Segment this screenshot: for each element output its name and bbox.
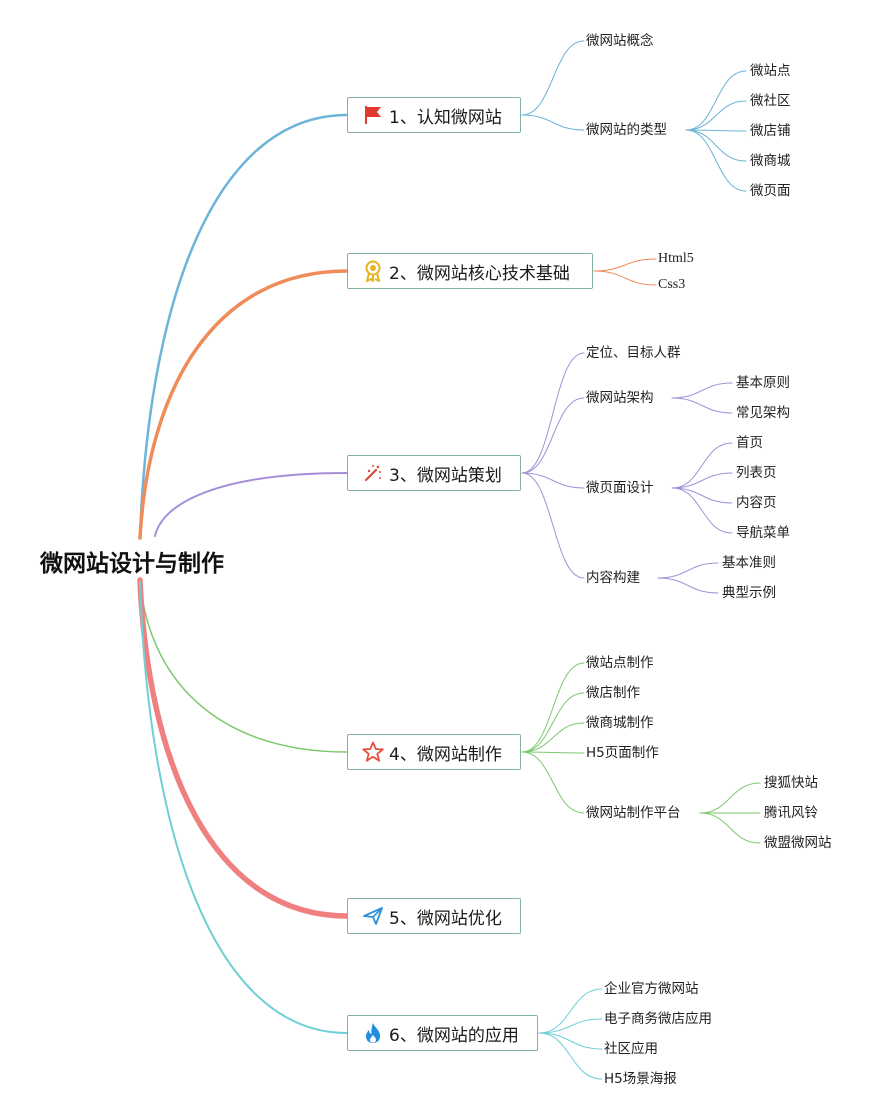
subtopic[interactable]: 微页面设计 xyxy=(586,480,654,496)
subtopic[interactable]: 微站点制作 xyxy=(586,655,654,671)
leaf-connector xyxy=(685,129,747,132)
leaf-topic[interactable]: 典型示例 xyxy=(722,585,776,601)
leaf-topic[interactable]: 基本准则 xyxy=(722,555,776,571)
root-branch-connector-4 xyxy=(139,579,348,753)
leaf-connector xyxy=(657,562,719,579)
branch-topic-1[interactable]: 1、认知微网站 xyxy=(347,97,521,133)
leaf-connector xyxy=(685,129,747,162)
subtopic[interactable]: 企业官方微网站 xyxy=(604,981,699,997)
subtopic-connector xyxy=(521,751,585,754)
subtopic[interactable]: 微网站的类型 xyxy=(586,122,667,138)
branch-topic-label: 4、微网站制作 xyxy=(389,744,502,765)
award-ribbon-icon xyxy=(362,260,384,282)
subtopic-connector xyxy=(521,397,585,474)
leaf-topic[interactable]: 列表页 xyxy=(736,465,777,481)
leaf-connector xyxy=(671,487,733,504)
leaf-connector xyxy=(699,782,761,814)
branch-topic-2[interactable]: 2、微网站核心技术基础 xyxy=(347,253,593,289)
leaf-topic[interactable]: 首页 xyxy=(736,435,763,451)
subtopic-connector xyxy=(593,270,657,286)
subtopic-connector xyxy=(538,1032,603,1050)
leaf-connector xyxy=(671,487,733,534)
leaf-topic[interactable]: 腾讯风铃 xyxy=(764,805,818,821)
subtopic-connector xyxy=(521,692,585,753)
branch-topic-label: 3、微网站策划 xyxy=(389,465,502,486)
leaf-topic[interactable]: 内容页 xyxy=(736,495,777,511)
subtopic[interactable]: Html5 xyxy=(658,251,694,266)
leaf-connector xyxy=(671,382,733,399)
leaf-topic[interactable]: 导航菜单 xyxy=(736,525,790,541)
leaf-connector xyxy=(685,70,747,131)
subtopic-connector xyxy=(521,472,585,579)
subtopic[interactable]: H5页面制作 xyxy=(586,745,659,761)
leaf-topic[interactable]: 常见架构 xyxy=(736,405,790,421)
subtopic-connector xyxy=(538,988,603,1034)
subtopic[interactable]: 微网站制作平台 xyxy=(586,805,681,821)
root-branch-connector-2 xyxy=(138,269,349,540)
leaf-topic[interactable]: 微站点 xyxy=(750,63,791,79)
leaf-topic[interactable]: 微商城 xyxy=(750,153,791,169)
subtopic[interactable]: 电子商务微店应用 xyxy=(604,1011,712,1027)
leaf-connector xyxy=(685,100,747,131)
leaf-connector xyxy=(671,397,733,414)
leaf-topic[interactable]: 微盟微网站 xyxy=(764,835,832,851)
leaf-connector xyxy=(671,472,733,489)
root-branch-connector-1 xyxy=(138,113,349,540)
leaf-connector xyxy=(671,442,733,489)
subtopic-connector xyxy=(521,722,585,753)
leaf-topic[interactable]: 微页面 xyxy=(750,183,791,199)
subtopic[interactable]: 微商城制作 xyxy=(586,715,654,731)
subtopic[interactable]: 微网站概念 xyxy=(586,33,654,49)
subtopic[interactable]: Css3 xyxy=(658,277,686,292)
leaf-connector xyxy=(699,812,761,844)
branch-topic-label: 6、微网站的应用 xyxy=(389,1025,519,1046)
subtopic-connector xyxy=(593,258,657,272)
leaf-topic[interactable]: 微店铺 xyxy=(750,123,791,139)
star-icon xyxy=(362,741,384,763)
subtopic-connector xyxy=(521,352,585,474)
branch-topic-3[interactable]: 3、微网站策划 xyxy=(347,455,521,491)
paper-plane-icon xyxy=(362,905,384,927)
leaf-connector xyxy=(685,129,747,192)
leaf-topic[interactable]: 基本原则 xyxy=(736,375,790,391)
branch-topic-4[interactable]: 4、微网站制作 xyxy=(347,734,521,770)
subtopic[interactable]: 社区应用 xyxy=(604,1041,658,1057)
root-branch-connector-6 xyxy=(139,581,348,1034)
subtopic-connector xyxy=(521,472,585,489)
subtopic[interactable]: 内容构建 xyxy=(586,570,640,586)
flag-icon xyxy=(362,104,384,126)
branch-topic-label: 5、微网站优化 xyxy=(389,908,502,929)
subtopic-connector xyxy=(521,114,585,131)
branch-topic-6[interactable]: 6、微网站的应用 xyxy=(347,1015,538,1051)
subtopic[interactable]: H5场景海报 xyxy=(604,1071,677,1087)
leaf-topic[interactable]: 搜狐快站 xyxy=(764,775,818,791)
leaf-connector xyxy=(657,577,719,594)
root-branch-connector-3 xyxy=(154,472,348,537)
subtopic-connector xyxy=(521,662,585,753)
subtopic-connector xyxy=(521,40,585,116)
root-topic[interactable]: 微网站设计与制作 xyxy=(40,551,224,577)
subtopic[interactable]: 定位、目标人群 xyxy=(586,345,681,361)
subtopic-connector xyxy=(538,1032,603,1080)
subtopic-connector xyxy=(521,751,585,814)
magic-wand-icon xyxy=(362,462,384,484)
branch-topic-label: 2、微网站核心技术基础 xyxy=(389,263,570,284)
leaf-topic[interactable]: 微社区 xyxy=(750,93,791,109)
branch-topic-5[interactable]: 5、微网站优化 xyxy=(347,898,521,934)
branch-topic-label: 1、认知微网站 xyxy=(389,107,502,128)
subtopic-connector xyxy=(538,1018,603,1034)
subtopic[interactable]: 微网站架构 xyxy=(586,390,654,406)
root-branch-connector-5 xyxy=(137,577,350,919)
subtopic[interactable]: 微店制作 xyxy=(586,685,640,701)
flame-icon xyxy=(362,1022,384,1044)
